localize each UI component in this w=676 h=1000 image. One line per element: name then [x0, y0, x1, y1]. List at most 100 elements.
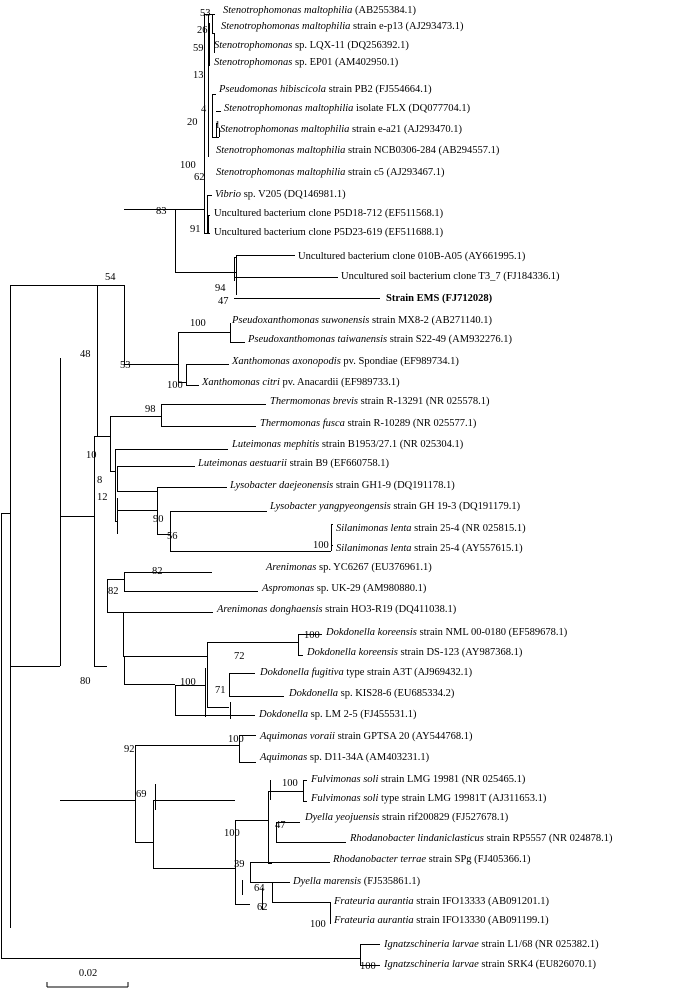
leaf-label: Dokdonella sp. KIS28-6 (EU685334.2) — [288, 688, 455, 699]
taxon-detail: strain e-p13 (AJ293473.1) — [350, 21, 464, 32]
bootstrap-value: 64 — [254, 883, 265, 894]
leaf-label: Lysobacter yangpyeongensis strain GH 19-… — [269, 501, 521, 512]
bootstrap-value: 100 — [310, 919, 326, 930]
bootstrap-value: 47 — [218, 296, 229, 307]
taxon-detail: (FJ535861.1) — [361, 876, 420, 887]
taxon-name: Frateuria aurantia — [333, 915, 414, 926]
leaf-label: Stenotrophomonas sp. EP01 (AM402950.1) — [214, 57, 399, 68]
leaf-label: Pseudoxanthomonas taiwanensis strain S22… — [247, 334, 512, 345]
taxon-detail: Uncultured bacterium clone P5D18-712 (EF… — [214, 208, 444, 219]
taxon-name: Aquimonas — [259, 752, 307, 763]
leaf-label: Uncultured soil bacterium clone T3_7 (FJ… — [341, 271, 560, 282]
leaf-label: Rhodanobacter lindaniclasticus strain RP… — [349, 833, 613, 844]
taxon-name: Arenimonas donghaensis — [216, 604, 322, 615]
taxon-name: Dokdonella koreensis — [306, 647, 398, 658]
leaf-label: Aspromonas sp. UK-29 (AM980880.1) — [261, 583, 427, 594]
leaf-label: Arenimonas donghaensis strain HO3-R19 (D… — [216, 604, 457, 615]
taxon-name: Stenotrophomonas maltophilia — [220, 124, 349, 135]
taxon-name: Stenotrophomonas maltophilia — [216, 145, 345, 156]
taxon-name: Aquimonas voraii — [259, 731, 335, 742]
leaf-label: Uncultured bacterium clone 010B-A05 (AY6… — [298, 251, 526, 262]
leaf-label: Frateuria aurantia strain IFO13330 (AB09… — [333, 915, 549, 926]
taxon-detail: sp. D11-34A (AM403231.1) — [307, 752, 429, 763]
taxon-name: Rhodanobacter terrae — [332, 854, 426, 865]
taxon-name: Lysobacter yangpyeongensis — [269, 501, 391, 512]
bootstrap-value: 83 — [156, 206, 167, 217]
taxon-detail: strain 25-4 (AY557615.1) — [412, 543, 524, 554]
bootstrap-value: 100 — [190, 318, 206, 329]
bootstrap-value: 10 — [86, 450, 97, 461]
bootstrap-value: 94 — [215, 283, 226, 294]
leaf-label: Stenotrophomonas maltophilia (AB255384.1… — [223, 5, 416, 16]
taxon-detail: sp. EP01 (AM402950.1) — [292, 57, 398, 68]
taxon-name: Stenotrophomonas maltophilia — [221, 21, 350, 32]
leaf-label: Stenotrophomonas maltophilia isolate FLX… — [224, 103, 471, 114]
taxon-name: Luteimonas mephitis — [231, 439, 319, 450]
taxon-detail: strain R-10289 (NR 025577.1) — [345, 418, 477, 429]
leaf-label: Frateuria aurantia strain IFO13333 (AB09… — [333, 896, 549, 907]
taxon-name: Thermomonas fusca — [260, 418, 345, 429]
taxon-name: Dokdonella — [288, 688, 338, 699]
leaf-labels: Stenotrophomonas maltophilia (AB255384.1… — [197, 5, 613, 970]
leaf-label: Uncultured bacterium clone P5D18-712 (EF… — [214, 208, 444, 219]
taxon-detail: strain L1/68 (NR 025382.1) — [479, 939, 599, 950]
taxon-detail: pv. Spondiae (EF989734.1) — [341, 356, 460, 367]
bootstrap-value: 48 — [80, 349, 91, 360]
leaf-label: Dyella yeojuensis strain rif200829 (FJ52… — [304, 812, 509, 823]
taxon-name: Rhodanobacter lindaniclasticus — [349, 833, 484, 844]
leaf-label: Dokdonella koreensis strain DS-123 (AY98… — [306, 647, 523, 658]
taxon-detail: type strain A3T (AJ969432.1) — [344, 667, 473, 678]
leaf-label: Luteimonas mephitis strain B1953/27.1 (N… — [231, 439, 464, 450]
taxon-name: Silanimonas lenta — [336, 523, 412, 534]
taxon-detail: strain IFO13333 (AB091201.1) — [414, 896, 550, 907]
taxon-detail: strain IFO13330 (AB091199.1) — [414, 915, 549, 926]
leaf-label: Pseudoxanthomonas suwonensis strain MX8-… — [231, 315, 493, 326]
bootstrap-value: 26 — [197, 25, 208, 36]
taxon-name: Fulvimonas soli — [310, 793, 378, 804]
taxon-name: Aspromonas — [261, 583, 314, 594]
taxon-name: Stenotrophomonas — [214, 57, 292, 68]
leaf-label: Aquimonas sp. D11-34A (AM403231.1) — [259, 752, 430, 763]
leaf-label: Silanimonas lenta strain 25-4 (NR 025815… — [336, 523, 526, 534]
taxon-name: Stenotrophomonas maltophilia — [216, 167, 345, 178]
bootstrap-value: 4 — [201, 104, 207, 115]
taxon-name: Pseudoxanthomonas suwonensis — [231, 315, 369, 326]
taxon-name: Stenotrophomonas maltophilia — [224, 103, 353, 114]
leaf-label: Aquimonas voraii strain GPTSA 20 (AY5447… — [259, 731, 473, 742]
taxon-detail: strain DS-123 (AY987368.1) — [398, 647, 523, 658]
taxon-name: Arenimonas — [265, 562, 316, 573]
bootstrap-value: 100 — [228, 734, 244, 745]
taxon-name: Xanthomonas axonopodis — [231, 356, 341, 367]
leaf-label: Xanthomonas axonopodis pv. Spondiae (EF9… — [231, 356, 459, 367]
taxon-detail: type strain LMG 19981T (AJ311653.1) — [378, 793, 546, 804]
taxon-detail: strain B9 (EF660758.1) — [287, 458, 390, 469]
taxon-name: Dyella yeojuensis — [304, 812, 379, 823]
taxon-name: Pseudoxanthomonas taiwanensis — [247, 334, 387, 345]
bootstrap-value: 100 — [224, 828, 240, 839]
leaf-label: Ignatzschineria larvae strain L1/68 (NR … — [383, 939, 599, 950]
taxon-detail: pv. Anacardii (EF989733.1) — [280, 377, 400, 388]
leaf-label: Stenotrophomonas maltophilia strain e-p1… — [221, 21, 464, 32]
taxon-detail: strain B1953/27.1 (NR 025304.1) — [319, 439, 464, 450]
leaf-label: Strain EMS (FJ712028) — [386, 293, 493, 304]
bootstrap-value: 39 — [234, 859, 245, 870]
leaf-label: Rhodanobacter terrae strain SPg (FJ40536… — [332, 854, 531, 865]
taxon-name: Stenotrophomonas — [214, 40, 292, 51]
taxon-name: Silanimonas lenta — [336, 543, 412, 554]
leaf-label: Thermomonas fusca strain R-10289 (NR 025… — [260, 418, 477, 429]
leaf-label: Ignatzschineria larvae strain SRK4 (EU82… — [383, 959, 597, 970]
taxon-detail: strain SRK4 (EU826070.1) — [479, 959, 597, 970]
taxon-name: Ignatzschineria larvae — [383, 939, 479, 950]
bootstrap-value: 47 — [275, 820, 286, 831]
taxon-name: Pseudomonas hibiscicola — [218, 84, 326, 95]
taxon-detail: strain LMG 19981 (NR 025465.1) — [378, 774, 525, 785]
taxon-detail: isolate FLX (DQ077704.1) — [353, 103, 470, 114]
bootstrap-value: 100 — [304, 630, 320, 641]
taxon-name: Lysobacter daejeonensis — [229, 480, 333, 491]
scale-bar-label: 0.02 — [79, 968, 97, 979]
bootstrap-value: 91 — [190, 224, 201, 235]
leaf-label: Lysobacter daejeonensis strain GH1-9 (DQ… — [229, 480, 455, 491]
taxon-name: Luteimonas aestuarii — [197, 458, 287, 469]
bootstrap-value: 62 — [257, 902, 268, 913]
taxon-detail: strain HO3-R19 (DQ411038.1) — [322, 604, 456, 615]
